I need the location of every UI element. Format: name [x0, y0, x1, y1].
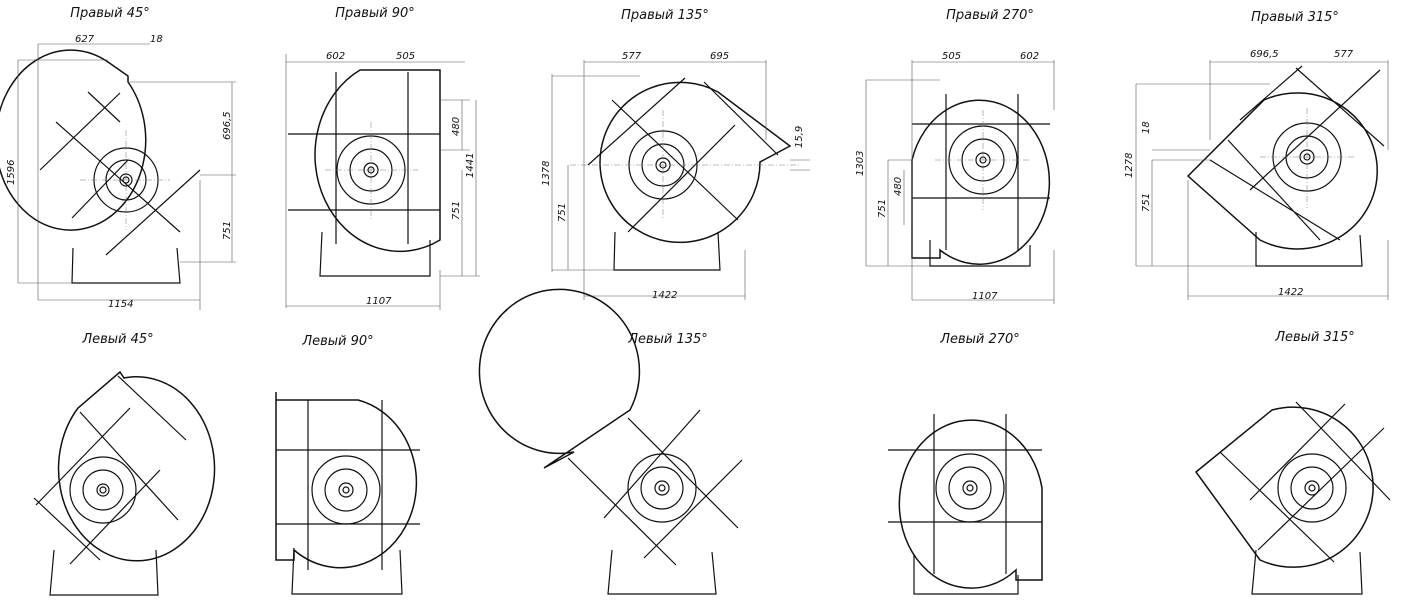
dim-r90-h-total: 1441	[465, 153, 476, 178]
dim-r270-h-down: 751	[877, 199, 888, 218]
dim-r135-h-total: 1378	[541, 161, 552, 186]
dim-r135-w1: 577	[622, 51, 642, 62]
dim-r270-w1: 505	[942, 51, 961, 62]
title-left-270: Левый 270°	[940, 332, 1020, 347]
dim-r45-h-total: 1596	[6, 160, 17, 185]
fan-housing	[478, 288, 641, 469]
dim-r315-h-total: 1278	[1124, 153, 1135, 178]
dim-r315-h-small: 18	[1141, 121, 1152, 134]
dim-r90-h1: 480	[451, 117, 462, 136]
title-left-45: Левый 45°	[82, 332, 154, 347]
dim-r135-w-total: 1422	[652, 290, 677, 301]
dim-r45-w2: 18	[150, 34, 163, 45]
dim-r270-w-total: 1107	[972, 291, 998, 302]
dim-r90-h-down: 751	[451, 201, 462, 220]
dim-r315-w2: 577	[1334, 49, 1354, 60]
title-right-45: Правый 45°	[70, 6, 150, 21]
fan-housing	[57, 370, 216, 562]
title-left-135: Левый 135°	[628, 332, 708, 347]
dim-r135-w2: 695	[710, 51, 729, 62]
dim-r315-h-down: 751	[1141, 193, 1152, 212]
fan-right-90	[285, 54, 480, 310]
dim-r135-h-down: 751	[557, 203, 568, 222]
fan-left-315	[1194, 401, 1391, 595]
fan-left-135	[478, 288, 743, 595]
dim-r90-w1: 602	[326, 51, 345, 62]
fan-housing	[911, 99, 1051, 265]
fan-housing	[599, 81, 792, 244]
dim-r90-w-total: 1107	[366, 296, 392, 307]
dim-r90-w2: 505	[396, 51, 415, 62]
fan-housing	[275, 392, 418, 569]
fan-right-135	[551, 60, 810, 300]
dim-r45-w1: 627	[75, 34, 95, 45]
title-right-270: Правый 270°	[946, 8, 1034, 23]
fan-right-45	[0, 43, 236, 310]
fan-housing	[1186, 92, 1378, 250]
fan-right-315	[1135, 60, 1389, 300]
fan-housing	[0, 49, 147, 231]
fan-left-270	[888, 414, 1043, 595]
fan-right-270	[865, 60, 1055, 304]
fan-left-90	[275, 392, 420, 595]
dim-r315-w1: 696,5	[1250, 49, 1279, 60]
title-left-90: Левый 90°	[302, 334, 374, 349]
dim-r270-w2: 602	[1020, 51, 1039, 62]
dim-r45-h-down: 751	[222, 221, 233, 240]
title-right-315: Правый 315°	[1251, 10, 1339, 25]
title-right-90: Правый 90°	[335, 6, 415, 21]
fan-housing	[314, 69, 441, 253]
dim-r45-h-up: 696,5	[222, 111, 233, 140]
fan-housing	[1194, 406, 1374, 568]
dim-r45-w-total: 1154	[108, 299, 133, 310]
dim-r135-h-small: 15,9	[794, 126, 805, 148]
dim-r270-h1: 480	[893, 177, 904, 196]
title-left-315: Левый 315°	[1275, 330, 1355, 345]
title-right-135: Правый 135°	[621, 8, 709, 23]
dim-r315-w-total: 1422	[1278, 287, 1303, 298]
dim-r270-h-total: 1303	[855, 151, 866, 176]
fan-housing	[898, 419, 1043, 589]
fan-left-45	[33, 370, 216, 596]
